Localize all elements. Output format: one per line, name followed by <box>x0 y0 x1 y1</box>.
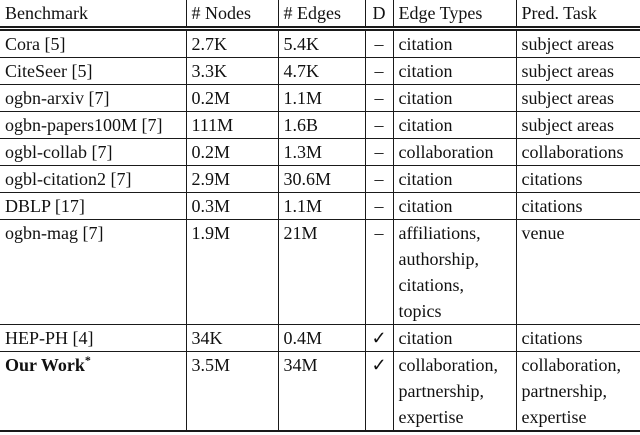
benchmark-cell: DBLP [17] <box>0 192 187 220</box>
table-row-dblp: DBLP [17] 0.3M 1.1M – citation citations <box>0 192 640 220</box>
benchmark-cell: ogbn-papers100M [7] <box>0 111 187 139</box>
footnote-star: * <box>84 353 91 367</box>
table-row-citeseer: CiteSeer [5] 3.3K 4.7K – citation subjec… <box>0 57 640 85</box>
directed-cell: ✓ <box>365 351 394 432</box>
table-row-hep-ph: HEP-PH [4] 34K 0.4M ✓ citation citations <box>0 324 640 352</box>
num-nodes-cell: 0.2M <box>186 84 279 112</box>
num-nodes-cell: 2.9M <box>186 165 279 193</box>
benchmark-cell: ogbn-mag [7] <box>0 219 187 325</box>
edge-types-cell: citation <box>393 84 517 112</box>
num-edges-cell: 30.6M <box>278 165 366 193</box>
col-header-edge-types: Edge Types <box>393 0 517 31</box>
col-header-directed: D <box>365 0 394 31</box>
edge-types-cell: collaboration, partnership, expertise <box>393 351 517 432</box>
num-nodes-cell: 0.2M <box>186 138 279 166</box>
directed-cell: – <box>365 57 394 85</box>
pred-task-cell: subject areas <box>516 28 640 58</box>
num-edges-cell: 34M <box>278 351 366 432</box>
num-nodes-cell: 1.9M <box>186 219 279 325</box>
directed-cell: – <box>365 84 394 112</box>
col-header-num-nodes: # Nodes <box>186 0 279 31</box>
benchmark-cell: Our Work* <box>0 351 187 432</box>
directed-cell: – <box>365 138 394 166</box>
edge-types-cell: citation <box>393 192 517 220</box>
benchmark-cell: Cora [5] <box>0 28 187 58</box>
pred-task-cell: collaboration, partnership, expertise <box>516 351 640 432</box>
num-edges-cell: 1.1M <box>278 84 366 112</box>
pred-task-cell: subject areas <box>516 111 640 139</box>
pred-task-cell: subject areas <box>516 84 640 112</box>
edge-types-cell: citation <box>393 111 517 139</box>
num-edges-cell: 1.3M <box>278 138 366 166</box>
col-header-pred-task: Pred. Task <box>516 0 640 31</box>
col-header-benchmark: Benchmark <box>0 0 187 31</box>
col-header-num-edges: # Edges <box>278 0 366 31</box>
num-nodes-cell: 34K <box>186 324 279 352</box>
table-row-ogbl-citation2: ogbl-citation2 [7] 2.9M 30.6M – citation… <box>0 165 640 193</box>
directed-cell: – <box>365 165 394 193</box>
pred-task-cell: citations <box>516 165 640 193</box>
benchmark-name: Our Work <box>5 355 85 375</box>
edge-types-cell: citation <box>393 324 517 352</box>
directed-cell: – <box>365 28 394 58</box>
benchmark-cell: ogbl-collab [7] <box>0 138 187 166</box>
num-edges-cell: 1.1M <box>278 192 366 220</box>
table-row-ogbl-collab: ogbl-collab [7] 0.2M 1.3M – collaboratio… <box>0 138 640 166</box>
edge-types-cell: collaboration <box>393 138 517 166</box>
benchmark-cell: CiteSeer [5] <box>0 57 187 85</box>
directed-cell: – <box>365 192 394 220</box>
edge-types-cell: citation <box>393 57 517 85</box>
benchmark-cell: HEP-PH [4] <box>0 324 187 352</box>
num-nodes-cell: 3.3K <box>186 57 279 85</box>
num-nodes-cell: 2.7K <box>186 28 279 58</box>
num-edges-cell: 4.7K <box>278 57 366 85</box>
num-edges-cell: 5.4K <box>278 28 366 58</box>
table-row-ogbn-arxiv: ogbn-arxiv [7] 0.2M 1.1M – citation subj… <box>0 84 640 112</box>
pred-task-cell: subject areas <box>516 57 640 85</box>
table-row-our-work: Our Work* 3.5M 34M ✓ collaboration, part… <box>0 351 640 432</box>
table-row-ogbn-papers100m: ogbn-papers100M [7] 111M 1.6B – citation… <box>0 111 640 139</box>
num-edges-cell: 1.6B <box>278 111 366 139</box>
directed-cell: – <box>365 219 394 325</box>
benchmark-cell: ogbn-arxiv [7] <box>0 84 187 112</box>
pred-task-cell: citations <box>516 324 640 352</box>
pred-task-cell: venue <box>516 219 640 325</box>
num-nodes-cell: 111M <box>186 111 279 139</box>
directed-cell: – <box>365 111 394 139</box>
edge-types-cell: affiliations, authorship, citations, top… <box>393 219 517 325</box>
num-edges-cell: 0.4M <box>278 324 366 352</box>
num-nodes-cell: 3.5M <box>186 351 279 432</box>
table-row-ogbn-mag: ogbn-mag [7] 1.9M 21M – affiliations, au… <box>0 219 640 325</box>
table-row-cora: Cora [5] 2.7K 5.4K – citation subject ar… <box>0 28 640 58</box>
edge-types-cell: citation <box>393 28 517 58</box>
benchmark-cell: ogbl-citation2 [7] <box>0 165 187 193</box>
header-row: Benchmark # Nodes # Edges D Edge Types P… <box>0 0 640 31</box>
directed-cell: ✓ <box>365 324 394 352</box>
pred-task-cell: citations <box>516 192 640 220</box>
edge-types-cell: citation <box>393 165 517 193</box>
num-nodes-cell: 0.3M <box>186 192 279 220</box>
num-edges-cell: 21M <box>278 219 366 325</box>
pred-task-cell: collaborations <box>516 138 640 166</box>
